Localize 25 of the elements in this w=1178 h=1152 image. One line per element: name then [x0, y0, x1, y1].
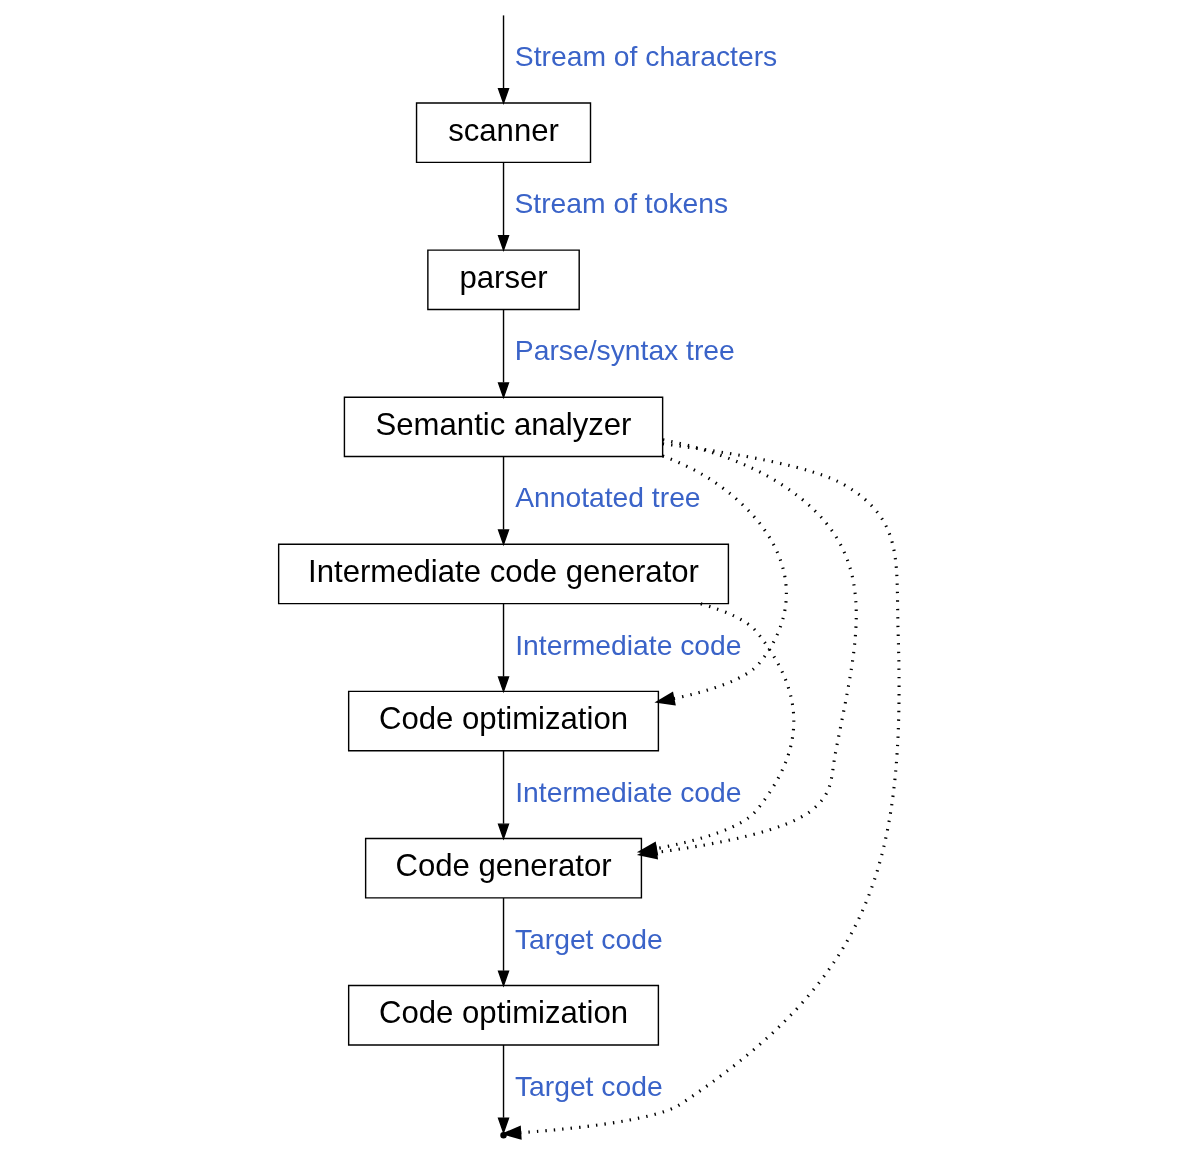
edge-label: Intermediate code: [515, 628, 742, 661]
arrow: [497, 897, 510, 988]
edge-label: Annotated tree: [515, 481, 701, 514]
edge-label: Parse/syntax tree: [514, 334, 735, 367]
arrow: [497, 1044, 510, 1135]
node-box: Code optimization: [347, 984, 660, 1046]
arrow: [497, 750, 510, 841]
node-box: Intermediate code generator: [277, 543, 730, 605]
arrow: [497, 603, 510, 694]
edge-label: Stream of tokens: [514, 187, 729, 220]
node-box: Code optimization: [347, 690, 660, 752]
node-box: Semantic analyzer: [343, 396, 664, 458]
arrow: [636, 602, 796, 856]
edge-label: Target code: [514, 1069, 663, 1102]
edge-label: Stream of characters: [514, 40, 778, 73]
arrow: [497, 161, 510, 253]
arrow: [497, 14, 510, 105]
node-box: parser: [427, 249, 580, 311]
arrow: [497, 309, 510, 400]
arrow: [497, 456, 510, 547]
edge-label: Target code: [514, 922, 663, 955]
arrow: [654, 454, 788, 706]
node-box: scanner: [415, 102, 592, 164]
edge-label: Intermediate code: [515, 775, 742, 808]
node-box: Code generator: [364, 837, 643, 899]
